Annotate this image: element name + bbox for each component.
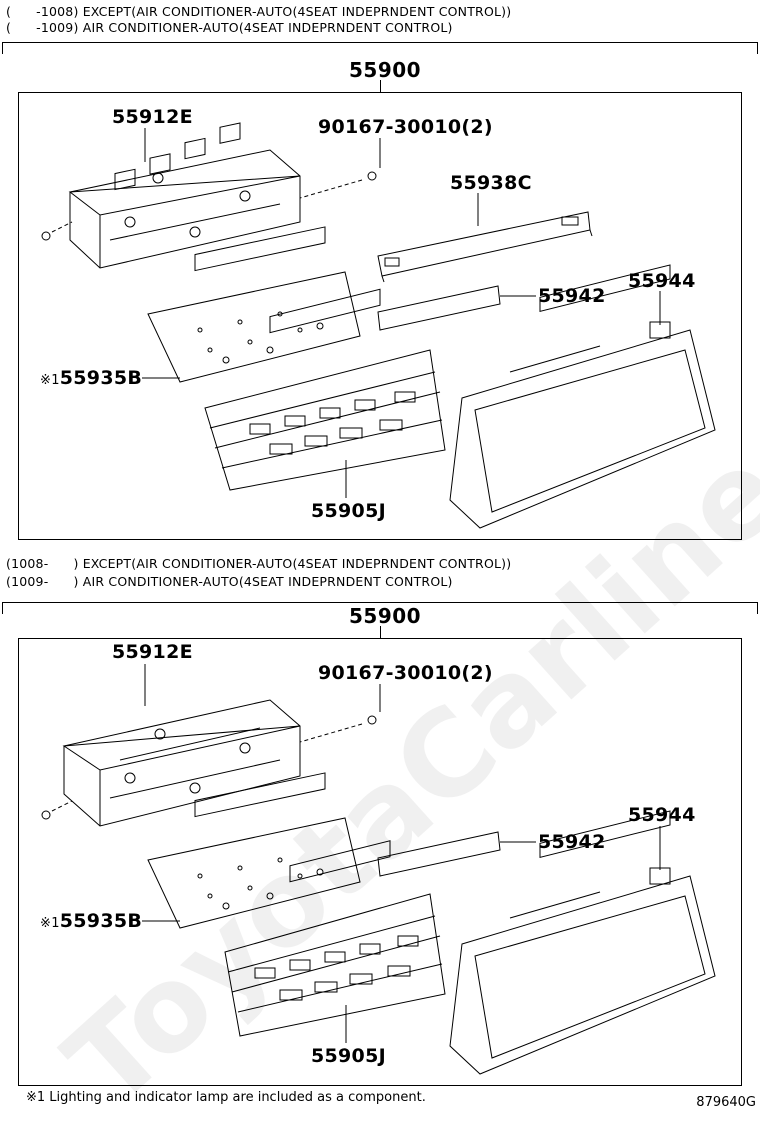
applicability-line-4: (1009- ) AIR CONDITIONER-AUTO(4SEAT INDE… — [6, 574, 453, 589]
screw-icon-right — [299, 171, 377, 199]
assembly-bracket-line-2 — [2, 602, 758, 603]
assembly-number: 55900 — [349, 58, 422, 82]
screw-icon-left — [41, 221, 73, 241]
label-plate[interactable]: 55938C — [450, 172, 532, 194]
assembly-frame-2 — [18, 638, 742, 1086]
panel-sub-assembly-icon-2 — [62, 699, 301, 827]
bezel-icon-2 — [449, 810, 716, 1075]
applicability-line-1: ( -1008) EXCEPT(AIR CONDITIONER-AUTO(4SE… — [6, 4, 512, 19]
applicability-line-3: (1008- ) EXCEPT(AIR CONDITIONER-AUTO(4SE… — [6, 556, 512, 571]
circuit-board-icon-2 — [147, 772, 361, 929]
plate-icon — [377, 211, 593, 283]
assembly-bracket-right — [757, 42, 758, 54]
label-board[interactable]: ※155935B — [40, 367, 143, 389]
climate-control-unit-icon — [204, 288, 446, 491]
label-strip-2[interactable]: 55942 — [538, 831, 606, 853]
assembly-bracket-right-2 — [757, 602, 758, 614]
screw-icon-left-2 — [41, 800, 73, 820]
label-control[interactable]: 55905J — [311, 500, 386, 522]
assembly-leader — [380, 80, 381, 92]
climate-control-unit-icon-2 — [224, 840, 446, 1037]
applicability-line-2: ( -1009) AIR CONDITIONER-AUTO(4SEAT INDE… — [6, 20, 453, 35]
strip-icon-2 — [377, 831, 501, 877]
bezel-icon — [449, 264, 716, 529]
screw-icon-right-2 — [299, 715, 377, 743]
figure-id: 879640G — [696, 1095, 756, 1110]
label-bezel-2[interactable]: 55944 — [628, 804, 696, 826]
board-note-mark-2: ※1 — [40, 916, 60, 931]
panel-sub-assembly-icon — [68, 122, 301, 269]
assembly-leader-2 — [380, 626, 381, 638]
label-screw-2[interactable]: 90167-30010(2) — [318, 662, 493, 684]
board-note-mark: ※1 — [40, 373, 60, 388]
label-control-2[interactable]: 55905J — [311, 1045, 386, 1067]
label-strip[interactable]: 55942 — [538, 285, 606, 307]
label-panel-sub[interactable]: 55912E — [112, 106, 193, 128]
circuit-board-icon — [147, 226, 361, 383]
strip-icon — [377, 285, 501, 331]
assembly-bracket-left-2 — [2, 602, 3, 614]
label-panel-sub-2[interactable]: 55912E — [112, 641, 193, 663]
label-screw[interactable]: 90167-30010(2) — [318, 116, 493, 138]
assembly-bracket-left — [2, 42, 3, 54]
footnote: ※1 Lighting and indicator lamp are inclu… — [26, 1090, 426, 1105]
assembly-number-2: 55900 — [349, 604, 422, 628]
assembly-bracket-line — [2, 42, 758, 43]
assembly-frame — [18, 92, 742, 540]
label-board-2[interactable]: ※155935B — [40, 910, 143, 932]
